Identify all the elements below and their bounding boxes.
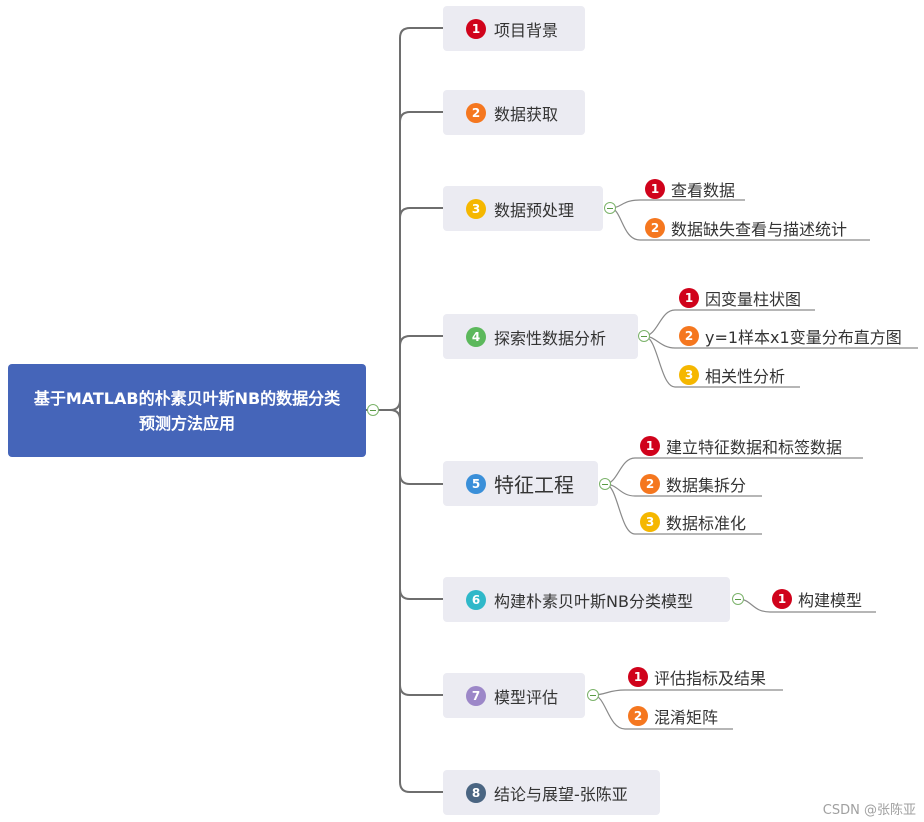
collapse-toggle[interactable] [604,202,616,214]
root-topic-label: 基于MATLAB的朴素贝叶斯NB的数据分类预测方法应用 [33,388,341,433]
number-badge-icon: 1 [645,179,665,199]
subtopic-label: 查看数据 [671,181,736,200]
subtopic-view-data[interactable]: 1 查看数据 [645,178,735,200]
number-badge-icon: 1 [772,589,792,609]
collapse-toggle[interactable] [732,593,744,605]
trunk-line [399,27,443,39]
root-collapse-toggle[interactable] [367,404,379,416]
topic-label: 模型评估 [494,687,559,707]
topic-data-preprocessing[interactable]: 3 数据预处理 [443,186,603,231]
number-badge-icon: 1 [679,288,699,308]
number-badge-icon: 1 [640,436,660,456]
subtopic-label: 数据集拆分 [666,476,747,495]
topic-label: 结论与展望-张陈亚 [494,784,628,804]
number-badge-icon: 1 [466,18,486,39]
subtopic-label: 数据缺失查看与描述统计 [671,220,848,239]
topic-label: 特征工程 [494,473,574,497]
subtopic-label: 相关性分析 [705,367,786,386]
subtopic-metrics-results[interactable]: 1 评估指标及结果 [628,666,766,688]
number-badge-icon: 3 [640,512,660,532]
topic-label: 数据预处理 [494,200,575,220]
topic-model-evaluation[interactable]: 7 模型评估 [443,673,585,718]
topic-data-acquisition[interactable]: 2 数据获取 [443,90,585,135]
subtopic-label: y=1样本x1变量分布直方图 [705,328,902,347]
subtopic-label: 数据标准化 [666,514,747,533]
topic-conclusion-outlook[interactable]: 8 结论与展望-张陈亚 [443,770,660,815]
number-badge-icon: 2 [679,326,699,346]
subtopic-correlation-analysis[interactable]: 3 相关性分析 [679,364,785,386]
collapse-toggle[interactable] [599,478,611,490]
topic-exploratory-analysis[interactable]: 4 探索性数据分析 [443,314,638,359]
number-badge-icon: 3 [466,198,486,219]
subtopic-label: 评估指标及结果 [654,669,767,688]
number-badge-icon: 7 [466,685,486,706]
watermark: CSDN @张陈亚 [822,803,916,818]
topic-label: 数据获取 [494,104,559,124]
number-badge-icon: 5 [466,473,486,494]
subtopic-label: 构建模型 [798,591,863,610]
subtopic-confusion-matrix[interactable]: 2 混淆矩阵 [628,705,718,727]
subtopic-x1-histogram[interactable]: 2 y=1样本x1变量分布直方图 [679,325,902,347]
subtopic-build-features-labels[interactable]: 1 建立特征数据和标签数据 [640,435,842,457]
number-badge-icon: 2 [640,474,660,494]
root-topic[interactable]: 基于MATLAB的朴素贝叶斯NB的数据分类预测方法应用 [8,364,366,457]
collapse-toggle[interactable] [587,689,599,701]
subtopic-dataset-split[interactable]: 2 数据集拆分 [640,473,746,495]
topic-label: 探索性数据分析 [494,328,607,348]
topic-feature-engineering[interactable]: 5 特征工程 [443,461,598,506]
number-badge-icon: 6 [466,589,486,610]
number-badge-icon: 8 [466,782,486,803]
subtopic-missing-data-stats[interactable]: 2 数据缺失查看与描述统计 [645,217,847,239]
number-badge-icon: 1 [628,667,648,687]
topic-label: 项目背景 [494,20,559,40]
collapse-toggle[interactable] [638,330,650,342]
number-badge-icon: 2 [628,706,648,726]
subtopic-build-model[interactable]: 1 构建模型 [772,588,862,610]
number-badge-icon: 2 [645,218,665,238]
subtopic-label: 混淆矩阵 [654,708,719,727]
topic-build-nb-model[interactable]: 6 构建朴素贝叶斯NB分类模型 [443,577,730,622]
trunk-line [399,38,443,793]
number-badge-icon: 3 [679,365,699,385]
subtopic-label: 建立特征数据和标签数据 [666,438,843,457]
number-badge-icon: 4 [466,326,486,347]
number-badge-icon: 2 [466,102,486,123]
subtopic-target-bar-chart[interactable]: 1 因变量柱状图 [679,287,801,309]
topic-project-background[interactable]: 1 项目背景 [443,6,585,51]
subtopic-standardization[interactable]: 3 数据标准化 [640,511,746,533]
subtopic-label: 因变量柱状图 [705,290,802,309]
topic-label: 构建朴素贝叶斯NB分类模型 [494,591,693,611]
